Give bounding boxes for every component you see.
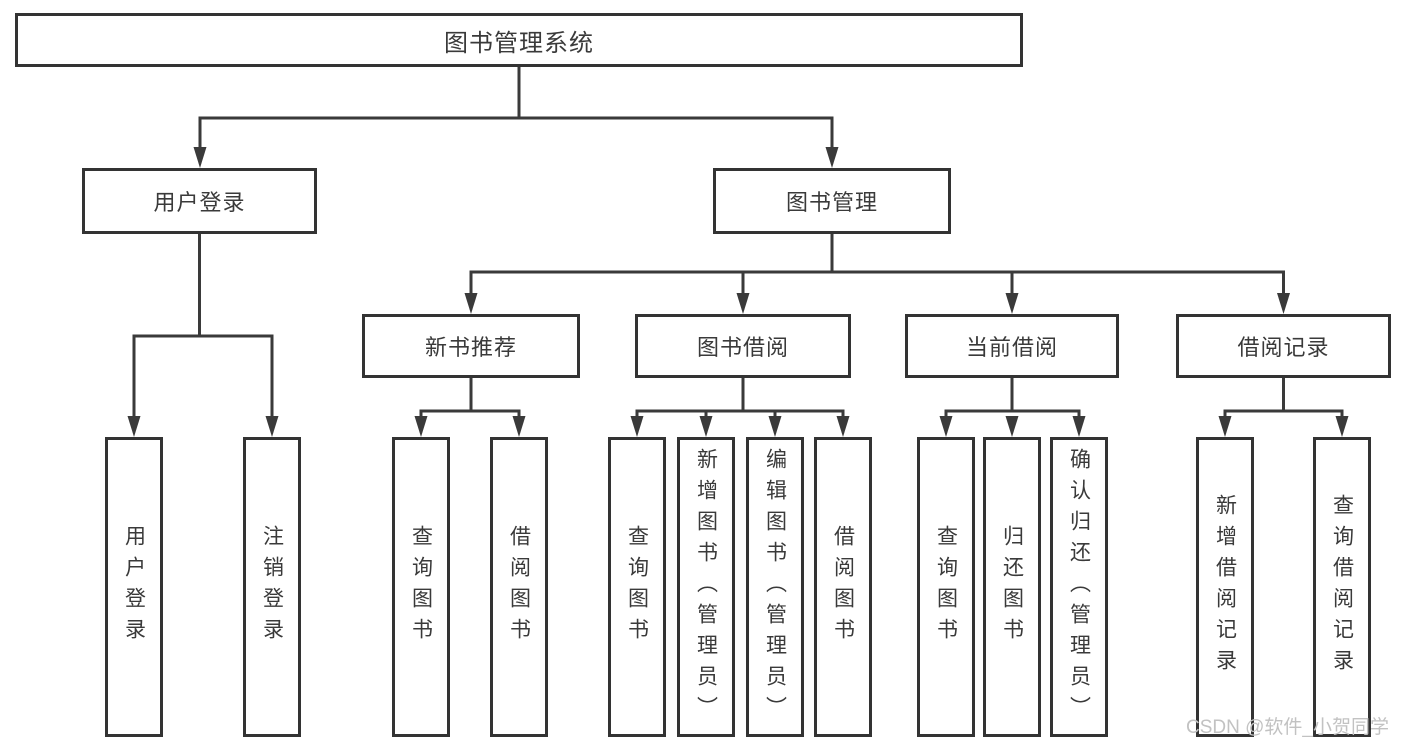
leaf-nbr-borrow-books-label: 借阅图书 — [507, 525, 531, 649]
node-current-borrow-label: 当前借阅 — [965, 335, 1058, 360]
leaf-logout-label: 注销登录 — [260, 525, 284, 649]
leaf-bb-borrow-books-label: 借阅图书 — [831, 525, 855, 649]
node-book-management-label: 图书管理 — [785, 190, 878, 215]
node-user-login-group-label: 用户登录 — [153, 190, 246, 215]
leaf-user-login-label: 用户登录 — [122, 525, 146, 649]
leaf-br-add-record-label: 新增借阅记录 — [1213, 494, 1237, 680]
leaf-bb-query-books: 查询图书 — [608, 437, 666, 737]
leaf-logout: 注销登录 — [243, 437, 301, 737]
csdn-watermark: CSDN @软件_小贺同学 — [1186, 717, 1389, 738]
leaf-bb-add-books-admin-label: 新增图书（管理员） — [694, 447, 718, 727]
node-book-borrow: 图书借阅 — [635, 314, 851, 378]
leaf-cb-return-books: 归还图书 — [983, 437, 1041, 737]
leaf-br-add-record: 新增借阅记录 — [1196, 437, 1254, 737]
leaf-br-query-record-label: 查询借阅记录 — [1330, 494, 1354, 680]
leaf-bb-edit-books-admin: 编辑图书（管理员） — [746, 437, 804, 737]
leaf-cb-query-books: 查询图书 — [917, 437, 975, 737]
leaf-user-login: 用户登录 — [105, 437, 163, 737]
node-new-book-recommend: 新书推荐 — [362, 314, 580, 378]
node-book-management: 图书管理 — [713, 168, 951, 234]
leaf-nbr-query-books: 查询图书 — [392, 437, 450, 737]
node-root-system: 图书管理系统 — [15, 13, 1023, 67]
node-book-borrow-label: 图书借阅 — [696, 335, 789, 360]
leaf-cb-query-books-label: 查询图书 — [934, 525, 958, 649]
leaf-bb-edit-books-admin-label: 编辑图书（管理员） — [763, 447, 787, 727]
leaf-bb-borrow-books: 借阅图书 — [814, 437, 872, 737]
node-borrow-records-label: 借阅记录 — [1237, 335, 1330, 360]
leaf-bb-query-books-label: 查询图书 — [625, 525, 649, 649]
leaf-cb-confirm-return-admin-label: 确认归还（管理员） — [1067, 447, 1091, 727]
node-new-book-recommend-label: 新书推荐 — [424, 335, 517, 360]
leaf-nbr-query-books-label: 查询图书 — [409, 525, 433, 649]
leaf-bb-add-books-admin: 新增图书（管理员） — [677, 437, 735, 737]
leaf-cb-return-books-label: 归还图书 — [1000, 525, 1024, 649]
leaf-nbr-borrow-books: 借阅图书 — [490, 437, 548, 737]
node-borrow-records: 借阅记录 — [1176, 314, 1391, 378]
leaf-cb-confirm-return-admin: 确认归还（管理员） — [1050, 437, 1108, 737]
node-user-login-group: 用户登录 — [82, 168, 317, 234]
node-current-borrow: 当前借阅 — [905, 314, 1119, 378]
leaf-br-query-record: 查询借阅记录 — [1313, 437, 1371, 737]
node-root-system-label: 图书管理系统 — [444, 29, 594, 57]
